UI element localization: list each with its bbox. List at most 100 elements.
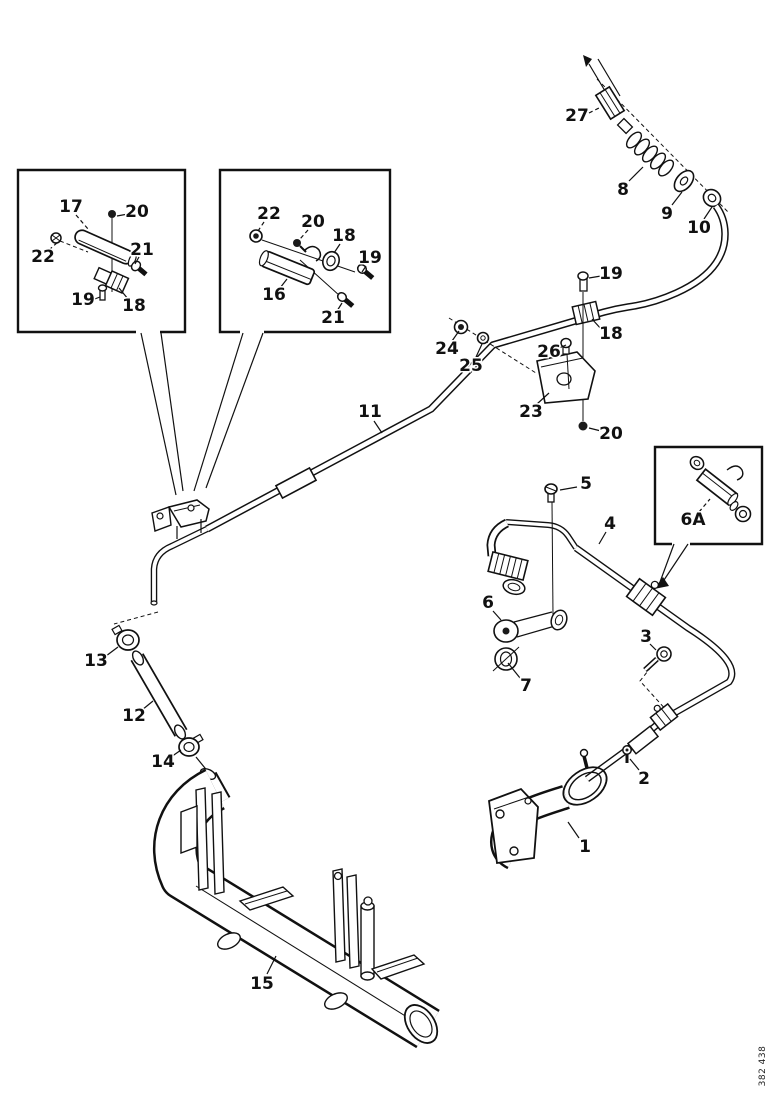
detail-box-3-parts (689, 455, 752, 523)
leader-20 (116, 213, 129, 217)
callout-22: 22 (257, 204, 281, 224)
clamp-14-drawing (178, 733, 210, 774)
document-number: 382 438 (758, 1045, 768, 1087)
down-pipe-drawing (113, 526, 209, 625)
spring-8-drawing (625, 131, 675, 177)
bolt-21-box1 (130, 260, 148, 277)
detail-box-2-frame (218, 168, 392, 334)
leader-18 (591, 318, 603, 331)
leader-21 (336, 302, 343, 312)
callout-15: 15 (250, 974, 274, 994)
hose-12-drawing (130, 650, 188, 740)
leader-6 (492, 610, 502, 621)
bolt-19-20-drawing (577, 271, 589, 431)
detail-box-leader-lines (140, 332, 689, 589)
elbow-flange (488, 787, 539, 865)
bolt-21-box2 (336, 292, 355, 308)
nut-10-drawing (702, 188, 722, 208)
callout-3: 3 (640, 627, 652, 647)
bracket-6-drawing (493, 609, 568, 643)
callout-18: 18 (599, 324, 623, 344)
nut-20 (578, 421, 588, 431)
leader-1 (567, 821, 580, 839)
leader-27 (588, 106, 602, 114)
callout-17: 17 (59, 197, 83, 217)
clamp-16 (258, 250, 316, 286)
leader-18 (118, 287, 129, 300)
pipe-4-drawing (505, 519, 736, 782)
callout-16: 16 (262, 285, 286, 305)
clamp-6A-part (695, 467, 739, 507)
callout-12: 12 (122, 706, 146, 726)
leader-18 (333, 243, 341, 254)
callout-21: 21 (321, 308, 345, 328)
callout-20: 20 (125, 202, 149, 222)
leader-26 (556, 344, 567, 350)
callout-7: 7 (520, 676, 532, 696)
leader-24 (451, 330, 460, 342)
detail-box-2-parts (249, 229, 375, 308)
detail-box-3-frame (653, 445, 764, 546)
callout-9: 9 (661, 204, 673, 224)
leader-17 (75, 214, 89, 230)
callout-2: 2 (638, 769, 650, 789)
leader-2 (629, 758, 640, 771)
leader-9 (671, 191, 683, 206)
pipe-coupling (274, 466, 318, 500)
leader-23 (536, 392, 550, 405)
leader-19 (588, 275, 602, 279)
callout-25: 25 (459, 356, 483, 376)
leader-11 (373, 420, 383, 434)
callout-20: 20 (599, 424, 623, 444)
callout-23: 23 (519, 402, 543, 422)
leader-16 (279, 278, 288, 289)
clamp-13-drawing (111, 624, 140, 651)
callout-11: 11 (358, 402, 382, 422)
leader-7 (507, 662, 521, 679)
leader-25 (475, 343, 483, 358)
callout-26: 26 (537, 342, 561, 362)
bellows-elbow-drawing (486, 518, 529, 596)
bushing-7-drawing (492, 646, 520, 672)
callout-27: 27 (565, 106, 589, 126)
callout-18: 18 (122, 296, 146, 316)
muffler-end-cap (403, 1004, 439, 1044)
callout-6: 6 (482, 593, 494, 613)
leader-10 (703, 206, 713, 220)
callout-14: 14 (151, 752, 175, 772)
bolt-2-drawing (622, 745, 632, 763)
leader-5 (559, 486, 578, 491)
callout-19: 19 (71, 290, 95, 310)
callout-10: 10 (687, 218, 711, 238)
bracket-cluster-drawing (151, 499, 210, 539)
callout-19: 19 (599, 264, 623, 284)
cable-27-drawing (583, 55, 730, 214)
callout-6A: 6A (681, 510, 707, 530)
hose-clamp-lower-drawing (626, 702, 679, 755)
bolt-5-drawing (544, 483, 558, 616)
leader-20 (299, 229, 309, 240)
leader-19 (361, 265, 367, 273)
leader-6A (698, 498, 711, 513)
callout-19: 19 (358, 248, 382, 268)
leader-14 (170, 749, 182, 758)
callout-20: 20 (301, 212, 325, 232)
leader-12 (141, 700, 154, 711)
bracket-17 (74, 229, 137, 267)
callout-5: 5 (580, 474, 592, 494)
bolt-3-drawing (639, 646, 672, 713)
callout-8: 8 (617, 180, 629, 200)
saddle-18-box2 (322, 250, 340, 272)
leader-13 (105, 646, 119, 657)
leader-20 (588, 427, 602, 432)
leader-8 (628, 166, 644, 182)
clamp-18-drawing (571, 300, 601, 326)
leader-4 (598, 531, 607, 545)
detail-box-1-frame (16, 168, 187, 334)
leader-22 (48, 240, 60, 251)
leader-19 (91, 296, 101, 301)
callout-4: 4 (604, 514, 616, 534)
bolt-26 (560, 337, 572, 349)
